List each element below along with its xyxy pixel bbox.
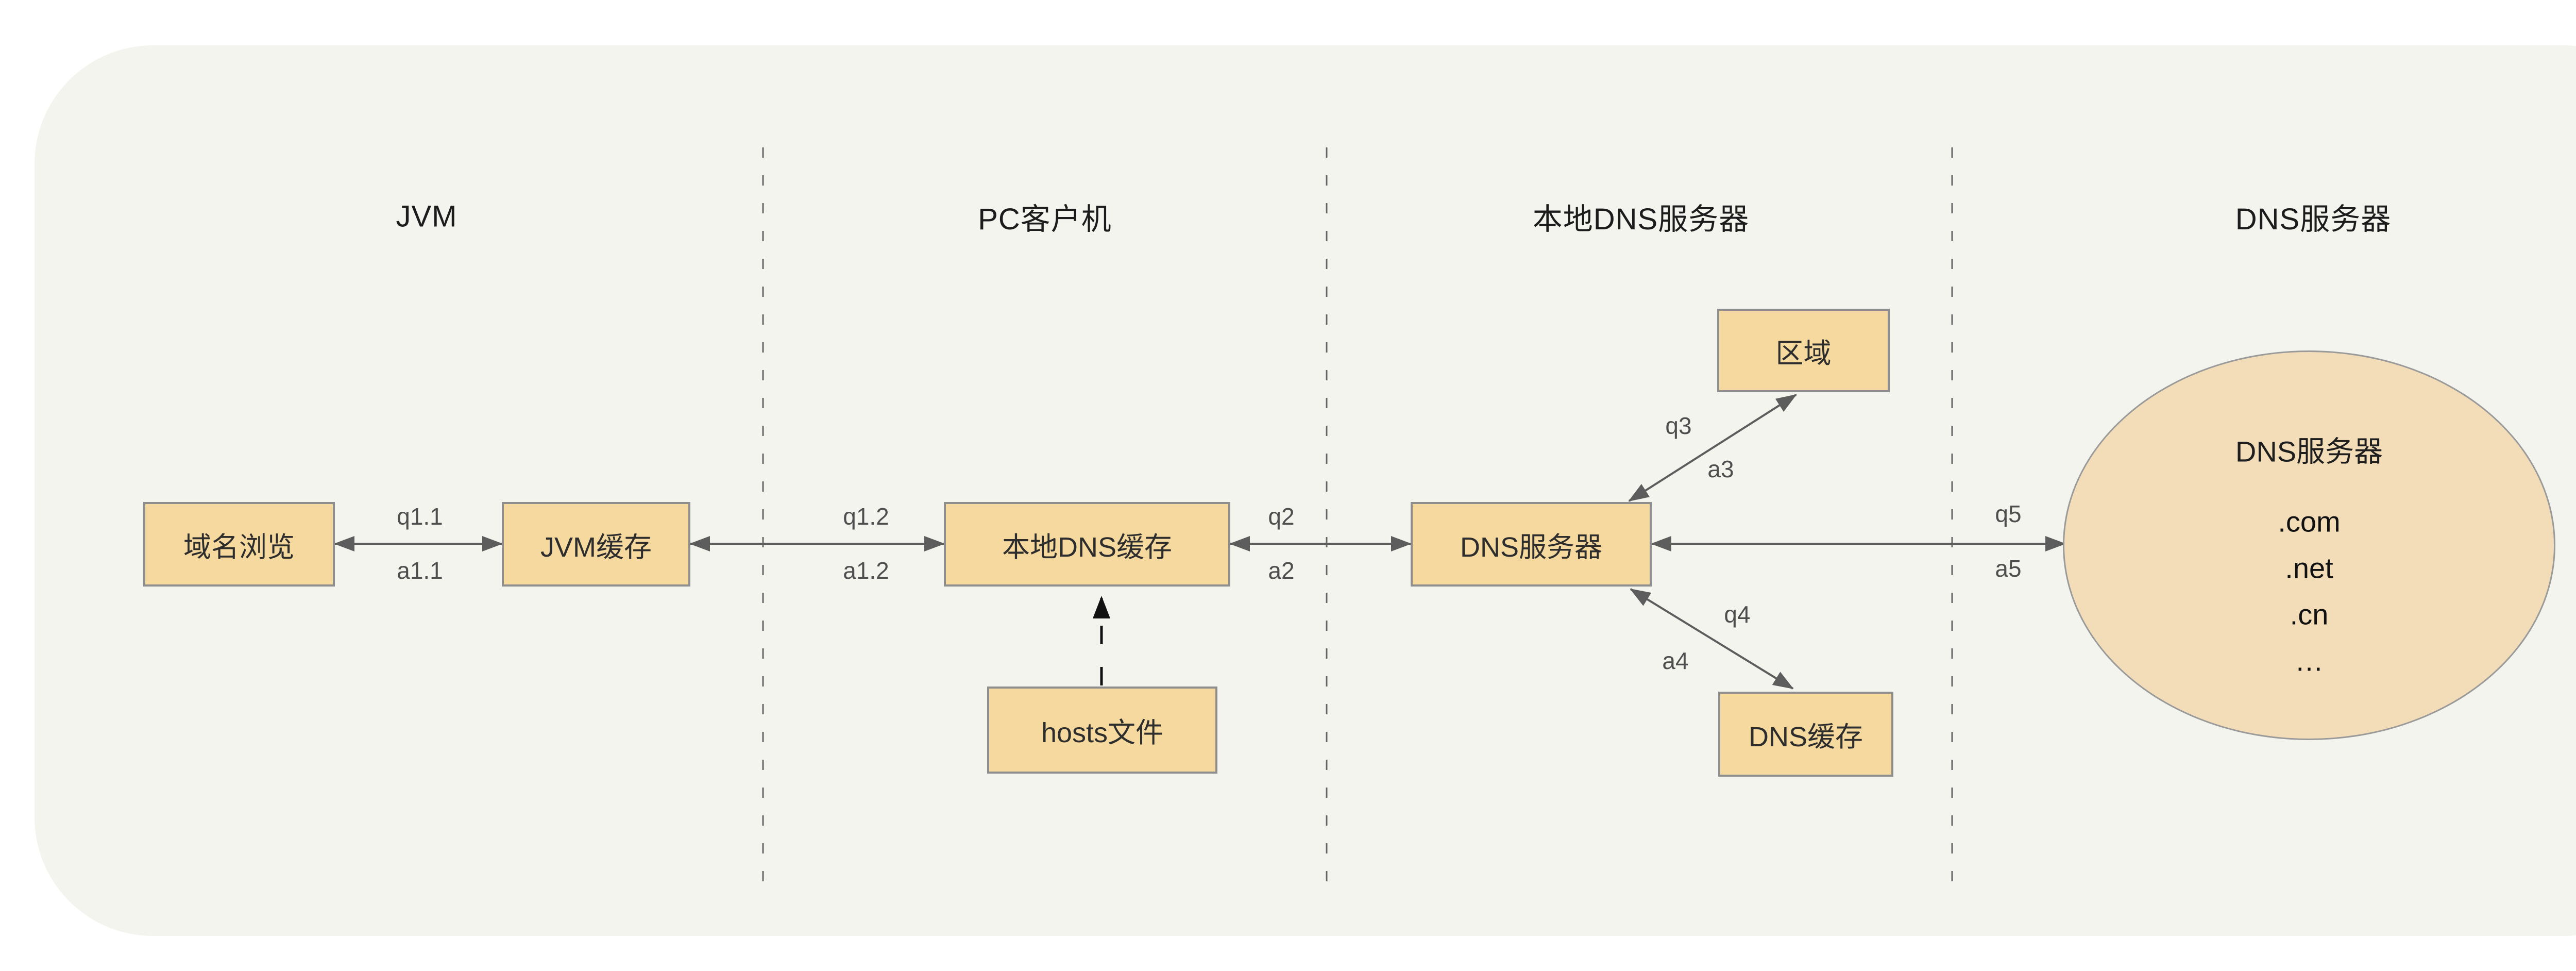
- node-domain-browse-label: 域名浏览: [183, 531, 295, 563]
- node-hosts-file: hosts文件: [987, 687, 1217, 774]
- edge-label-a2: a2: [1268, 557, 1295, 584]
- tld-entry-cn: .cn: [2290, 598, 2329, 631]
- edge-label-q5: q5: [1995, 500, 2022, 527]
- tld-entry-com: .com: [2278, 505, 2341, 538]
- edge-label-q4: q4: [1724, 601, 1751, 628]
- edge-label-q2: q2: [1268, 503, 1295, 530]
- node-jvm-cache: JVM缓存: [502, 502, 690, 587]
- edge-label-a1.1: a1.1: [397, 557, 443, 584]
- node-zone-label: 区域: [1775, 338, 1832, 369]
- edge-label-a3: a3: [1707, 456, 1734, 482]
- edge-label-q1.2: q1.2: [843, 503, 889, 530]
- node-dns-cache: DNS缓存: [1718, 692, 1893, 777]
- node-local-dns-cache-label: 本地DNS缓存: [1002, 531, 1172, 563]
- node-jvm-cache-label: JVM缓存: [540, 531, 652, 563]
- node-root-dns-ellipse: [2063, 350, 2555, 740]
- edge-label-a1.2: a1.2: [843, 557, 889, 584]
- edge-label-q3: q3: [1665, 412, 1692, 439]
- root-dns-title: DNS服务器: [2235, 435, 2383, 468]
- node-dns-cache-label: DNS缓存: [1748, 722, 1863, 752]
- lane-title-jvm: JVM: [396, 199, 457, 233]
- node-dns-server-label: DNS服务器: [1460, 531, 1602, 563]
- edge-label-a4: a4: [1662, 647, 1689, 674]
- tld-entry-net: .net: [2285, 551, 2333, 584]
- node-local-dns-cache: 本地DNS缓存: [944, 502, 1230, 587]
- node-hosts-file-label: hosts文件: [1041, 717, 1164, 748]
- lane-title-pc-client: PC客户机: [978, 203, 1112, 236]
- tld-entry-more: …: [2295, 644, 2324, 677]
- lane-title-local-dns-server: 本地DNS服务器: [1532, 203, 1750, 236]
- node-zone: 区域: [1717, 309, 1890, 392]
- node-dns-server: DNS服务器: [1411, 502, 1652, 587]
- edge-label-q1.1: q1.1: [397, 503, 443, 530]
- node-domain-browse: 域名浏览: [143, 502, 335, 587]
- lane-title-dns-server: DNS服务器: [2235, 203, 2392, 236]
- edge-label-a5: a5: [1995, 555, 2022, 582]
